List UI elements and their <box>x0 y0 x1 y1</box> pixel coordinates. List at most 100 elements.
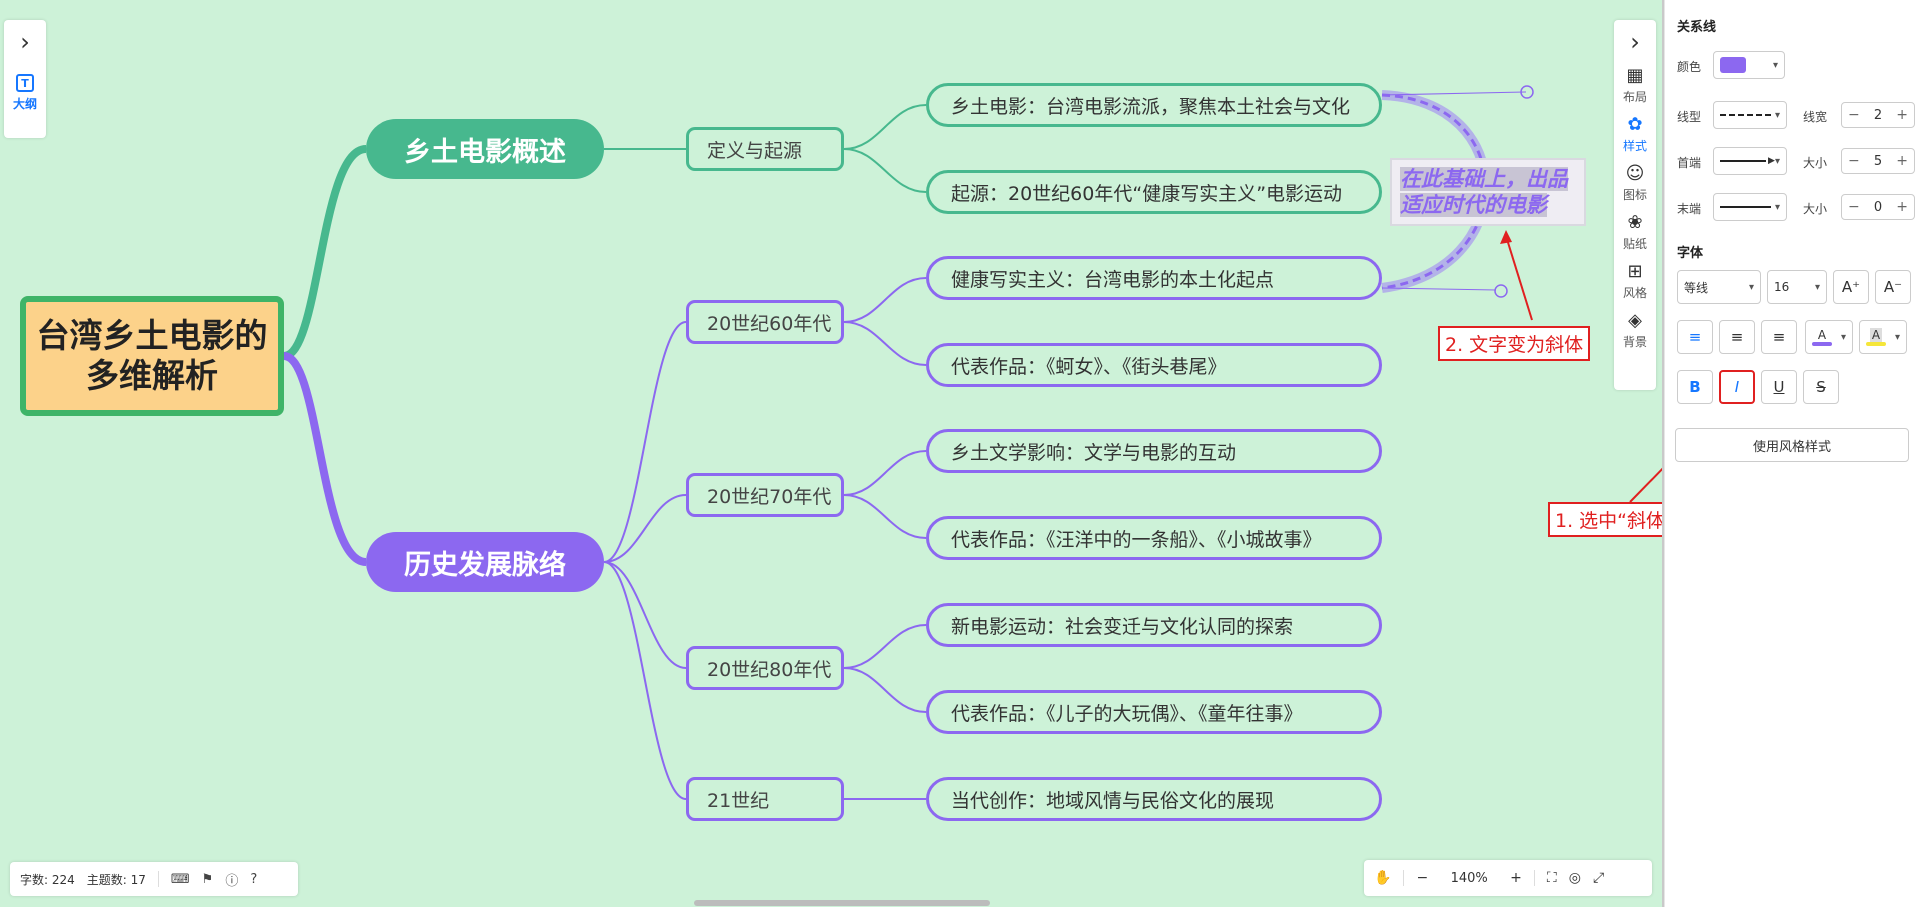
outline-icon[interactable]: T <box>16 74 34 92</box>
apply-theme-style-button[interactable]: 使用风格样式 <box>1675 428 1909 462</box>
mindmap-canvas[interactable]: 台湾乡土电影的多维解析 乡土电影概述 历史发展脉络 定义与起源 20世纪60年代… <box>0 0 1664 907</box>
arrow-line-preview <box>1720 160 1767 162</box>
leaf-topic[interactable]: 健康写实主义：台湾电影的本土化起点 <box>926 256 1382 300</box>
branch-connector <box>282 352 367 566</box>
fit-screen-icon[interactable]: ⛶ <box>1546 870 1557 886</box>
leaf-topic[interactable]: 新电影运动：社会变迁与文化认同的探索 <box>926 603 1382 647</box>
line-width-stepper[interactable]: − 2 + <box>1841 102 1915 128</box>
subtopic-1970s[interactable]: 20世纪70年代 <box>686 473 844 517</box>
font-size-select[interactable]: 16 ▾ <box>1767 270 1827 304</box>
tail-size-stepper[interactable]: − 0 + <box>1841 194 1915 220</box>
toolbar-label: 样式 <box>1622 139 1647 153</box>
hand-icon[interactable]: ✋ <box>1374 870 1392 886</box>
toolbar-icon[interactable]: ☺ 图标 <box>1623 164 1647 203</box>
status-bar: 字数: 224 主题数: 17 ⌨ ⚑ ⓘ ? <box>10 862 298 896</box>
line-width-value[interactable]: 2 <box>1873 107 1883 123</box>
section-relation-title: 关系线 <box>1677 20 1717 35</box>
leaf-topic[interactable]: 代表作品：《汪洋中的一条船》、《小城故事》 <box>926 516 1382 560</box>
tail-size-label: 大小 <box>1803 202 1828 216</box>
relation-label-textbox[interactable]: 在此基础上，出品 适应时代的电影 <box>1390 158 1586 226</box>
keyboard-icon[interactable]: ⌨ <box>170 871 190 887</box>
vertical-toolbar: › ▦ 布局 ✿ 样式 ☺ 图标 ❀ 贴纸 ⊞ 风格 ◈ 背景 <box>1614 20 1656 390</box>
flag-icon[interactable]: ⚑ <box>201 871 214 887</box>
plain-line-preview <box>1720 206 1771 208</box>
bold-button[interactable]: B <box>1677 370 1713 404</box>
align-left-icon: ≡ <box>1688 328 1702 346</box>
chevron-right-icon[interactable]: › <box>20 28 30 56</box>
toolbar-sticker[interactable]: ❀ 贴纸 <box>1623 213 1647 252</box>
highlight-color-select[interactable]: A ▾ <box>1859 320 1907 354</box>
fullscreen-icon[interactable]: ⤢ <box>1592 870 1605 886</box>
subtopic-21st-century[interactable]: 21世纪 <box>686 777 844 821</box>
leaf-topic[interactable]: 代表作品：《蚵女》、《街头巷尾》 <box>926 343 1382 387</box>
root-topic[interactable]: 台湾乡土电影的多维解析 <box>20 296 284 416</box>
horizontal-scrollbar[interactable] <box>694 900 990 906</box>
toolbar-theme[interactable]: ⊞ 风格 <box>1623 262 1647 301</box>
plus-icon[interactable]: + <box>1896 153 1908 169</box>
tail-label: 末端 <box>1677 202 1702 216</box>
chevron-right-icon[interactable]: › <box>1630 28 1640 56</box>
font-family-select[interactable]: 等线 ▾ <box>1677 270 1761 304</box>
italic-button[interactable]: I <box>1719 370 1755 404</box>
font-color-select[interactable]: A ▾ <box>1805 320 1853 354</box>
zoom-in-icon[interactable]: + <box>1510 870 1522 886</box>
subtopic-1980s[interactable]: 20世纪80年代 <box>686 646 844 690</box>
strikethrough-button[interactable]: S <box>1803 370 1839 404</box>
align-center-button[interactable]: ≡ <box>1719 320 1755 354</box>
font-shrink-button[interactable]: A⁻ <box>1875 270 1911 304</box>
chevron-down-icon: ▾ <box>1894 331 1900 343</box>
relation-control-point <box>1520 85 1534 99</box>
head-arrow-select[interactable]: ▶ ▾ <box>1713 147 1787 175</box>
branch-connector <box>282 145 367 360</box>
minus-icon[interactable]: − <box>1848 153 1860 169</box>
toolbar-background[interactable]: ◈ 背景 <box>1623 311 1647 350</box>
toolbar-layout[interactable]: ▦ 布局 <box>1623 66 1647 105</box>
underline-button[interactable]: U <box>1761 370 1797 404</box>
font-grow-button[interactable]: A⁺ <box>1833 270 1869 304</box>
branch-connector <box>843 667 927 713</box>
layers-icon: ◈ <box>1628 310 1642 331</box>
info-icon[interactable]: ⓘ <box>225 873 239 889</box>
leaf-topic[interactable]: 乡土电影：台湾电影流派，聚焦本土社会与文化 <box>926 83 1382 127</box>
color-swatch <box>1720 57 1746 73</box>
font-size-value: 16 <box>1774 280 1790 294</box>
tail-arrow-select[interactable]: ▾ <box>1713 193 1787 221</box>
line-color-select[interactable]: ▾ <box>1713 51 1785 79</box>
plus-icon[interactable]: + <box>1896 199 1908 215</box>
branch-connector <box>843 624 927 669</box>
toolbar-style[interactable]: ✿ 样式 <box>1623 115 1647 154</box>
minus-icon[interactable]: − <box>1848 107 1860 123</box>
branch-connector <box>843 494 927 539</box>
toolbar-label: 图标 <box>1622 188 1647 202</box>
outline-label[interactable]: 大纲 <box>12 97 37 111</box>
align-left-button[interactable]: ≡ <box>1677 320 1713 354</box>
zoom-out-icon[interactable]: − <box>1416 870 1429 886</box>
main-topic-history[interactable]: 历史发展脉络 <box>366 532 604 592</box>
line-type-select[interactable]: ▾ <box>1713 101 1787 129</box>
leaf-topic[interactable]: 乡土文学影响：文学与电影的互动 <box>926 429 1382 473</box>
tail-size-value[interactable]: 0 <box>1873 199 1883 215</box>
dashed-line-preview <box>1720 114 1771 116</box>
subtopic-definition[interactable]: 定义与起源 <box>686 127 844 171</box>
branch-connector <box>843 450 927 496</box>
line-width-label: 线宽 <box>1803 110 1828 124</box>
minus-icon[interactable]: − <box>1848 199 1860 215</box>
leaf-topic[interactable]: 起源：20世纪60年代“健康写实主义”电影运动 <box>926 170 1382 214</box>
help-icon[interactable]: ? <box>250 871 258 887</box>
leaf-topic[interactable]: 代表作品：《儿子的大玩偶》、《童年往事》 <box>926 690 1382 734</box>
left-panel: › T 大纲 <box>4 20 46 138</box>
subtopic-1960s[interactable]: 20世纪60年代 <box>686 300 844 344</box>
divider <box>1403 870 1405 886</box>
leaf-topic[interactable]: 当代创作：地域风情与民俗文化的展现 <box>926 777 1382 821</box>
branch-connector <box>603 494 687 563</box>
relation-line <box>1381 93 1487 290</box>
chevron-down-icon: ▾ <box>1772 59 1778 71</box>
align-right-button[interactable]: ≡ <box>1761 320 1797 354</box>
annotation-arrow <box>1629 465 1664 503</box>
main-topic-overview[interactable]: 乡土电影概述 <box>366 119 604 179</box>
head-size-value[interactable]: 5 <box>1873 153 1883 169</box>
zoom-level-select[interactable]: 140% <box>1450 870 1488 886</box>
locate-icon[interactable]: ◎ <box>1568 870 1581 886</box>
plus-icon[interactable]: + <box>1896 107 1908 123</box>
head-size-stepper[interactable]: − 5 + <box>1841 148 1915 174</box>
